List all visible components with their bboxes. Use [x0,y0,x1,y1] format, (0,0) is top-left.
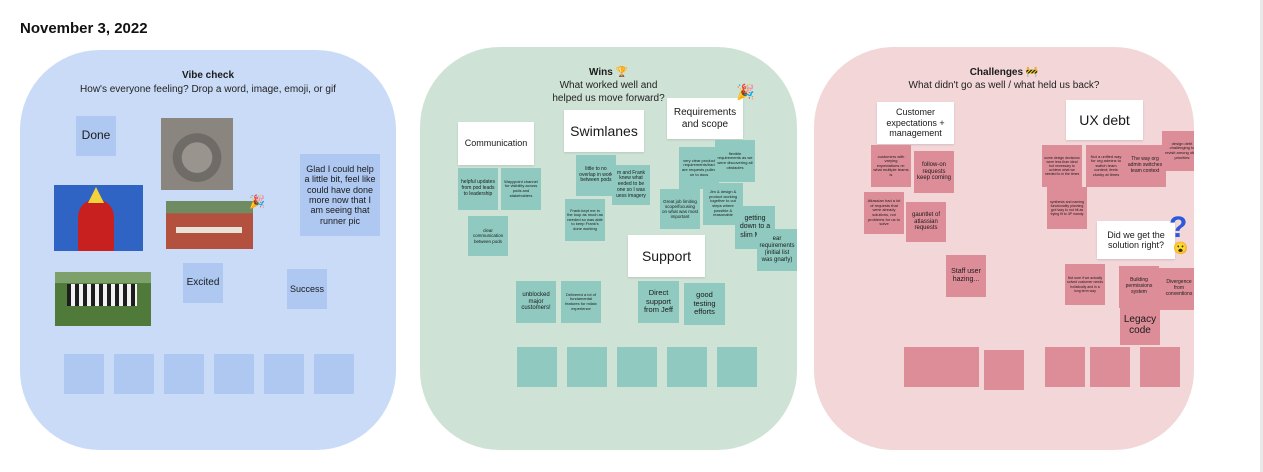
sticky-note[interactable]: Direct support from Jeff [638,281,679,323]
empty-sticky-note[interactable] [64,354,104,394]
sticky-note[interactable]: Not sure if we actually solved customer … [1065,264,1105,305]
sticky-note[interactable]: Great job limiting scope/focusing on wha… [660,189,700,229]
sticky-note-done[interactable]: Done [76,116,116,156]
sticky-note[interactable]: ear requirements (initial list was gnarl… [757,229,797,271]
sticky-note[interactable]: follow-on requests keep coming [914,151,954,193]
sticky-note[interactable]: gauntlet of atlassian requests [906,202,946,242]
sticky-note[interactable]: Legacy code [1120,305,1160,345]
empty-sticky-note[interactable] [114,354,154,394]
elmo-party-image[interactable] [54,185,143,251]
header-ux-debt[interactable]: UX debt [1066,100,1143,140]
empty-sticky-note[interactable] [264,354,304,394]
empty-sticky-note[interactable] [517,347,557,387]
empty-sticky-note[interactable] [567,347,607,387]
empty-sticky-note[interactable] [164,354,204,394]
sticky-note[interactable]: little to no overlap in work between pod… [576,155,616,196]
empty-sticky-note[interactable] [717,347,757,387]
empty-sticky-note[interactable] [1140,347,1180,387]
sticky-note[interactable]: flexible requirements as we were discove… [715,140,755,182]
challenges-subtitle: What didn't go as well / what held us ba… [908,80,1100,91]
empty-sticky-note[interactable] [904,347,944,387]
sticky-note[interactable]: Not a unified way for org admins to swit… [1086,145,1126,187]
sticky-note[interactable]: clear communication between pods [468,216,508,256]
wins-board[interactable]: Wins 🏆 What worked well and helped us mo… [420,47,797,450]
header-requirements-scope[interactable]: Requirements and scope [667,98,743,139]
sticky-note-glad[interactable]: Glad I could help a little bit, feel lik… [300,154,380,236]
sticky-note[interactable]: Divergence from conventions [1159,268,1194,310]
armadillo-image[interactable] [161,118,233,190]
sticky-note[interactable]: m and Frank knew what eeded to be one so… [612,165,650,205]
surprised-face-icon: 😮 [1173,241,1188,255]
sticky-note[interactable]: Building permissions system [1119,266,1159,308]
empty-sticky-note[interactable] [984,350,1024,390]
challenges-board[interactable]: Challenges 🚧 What didn't go as well / wh… [814,47,1194,450]
sticky-note-excited[interactable]: Excited [183,263,223,303]
empty-sticky-note[interactable] [939,347,979,387]
football-referees-image[interactable] [55,272,151,326]
right-scroll-edge [1260,0,1263,472]
empty-sticky-note[interactable] [617,347,657,387]
header-swimlanes[interactable]: Swimlanes [564,110,644,152]
sticky-note[interactable]: synthesis and naming functionality plann… [1047,187,1087,229]
vibe-check-title: Vibe check [181,70,235,81]
empty-sticky-note[interactable] [314,354,354,394]
empty-sticky-note[interactable] [1090,347,1130,387]
header-solution-right[interactable]: Did we get the solution right? [1097,221,1175,259]
page-date: November 3, 2022 [20,20,148,37]
empty-sticky-note[interactable] [214,354,254,394]
party-popper-icon: 🎉 [736,84,755,101]
question-mark-icon: ? [1169,211,1188,244]
runners-track-image[interactable] [166,201,253,249]
empty-sticky-note[interactable] [667,347,707,387]
sticky-note[interactable]: Wayypoint channel for visibility across … [501,168,541,210]
header-customer-expectations[interactable]: Customer expectations + management [877,102,954,144]
sticky-note[interactable]: helpful updates from pod leads to leader… [458,168,498,210]
wins-title: Wins 🏆 [588,67,629,78]
vibe-check-subtitle: How's everyone feeling? Drop a word, ima… [80,84,336,95]
sticky-note[interactable]: good testing efforts [684,283,725,325]
sticky-note[interactable]: The way org admin switches team context [1124,145,1166,187]
wins-subtitle-line2: helped us move forward? [552,93,665,104]
sticky-note[interactable]: unblocked major customers! [516,281,556,323]
sticky-note[interactable]: Delivered a lot of fundamental features … [561,281,601,323]
sticky-note[interactable]: Staff user hazing... [946,255,986,297]
sticky-note[interactable]: very clear product requirements/had are … [679,147,719,189]
sticky-note[interactable]: some design decisions were less than ide… [1042,145,1082,187]
party-popper-icon: 🎉 [249,194,266,209]
challenges-title: Challenges 🚧 [969,67,1039,78]
header-communication[interactable]: Communication [458,122,534,165]
sticky-note[interactable]: customers with varying expectations re: … [871,145,911,187]
header-support[interactable]: Support [628,235,705,277]
vibe-check-board[interactable]: Vibe check How's everyone feeling? Drop … [20,50,396,450]
sticky-note-success[interactable]: Success [287,269,327,309]
sticky-note[interactable]: Frank kept me in the loop as much as nee… [565,199,605,241]
sticky-note[interactable]: design debt challenging to revisit among… [1162,131,1194,171]
wins-subtitle-line1: What worked well and [559,80,658,91]
sticky-note[interactable]: Atlassian had a lot of requests that wer… [864,192,904,234]
empty-sticky-note[interactable] [1045,347,1085,387]
